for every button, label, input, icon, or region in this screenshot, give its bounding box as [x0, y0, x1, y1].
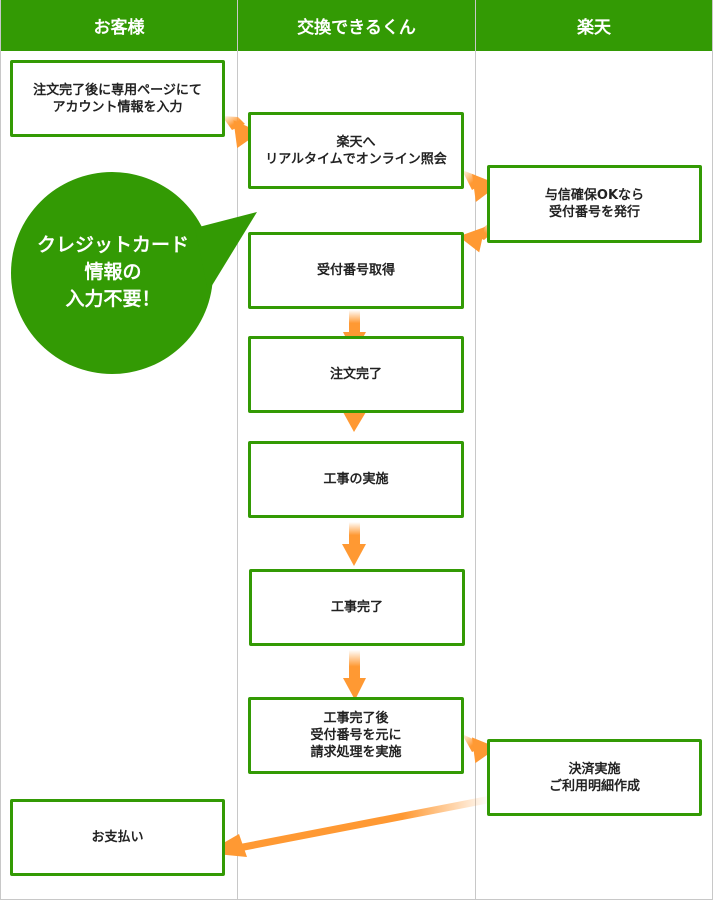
step-customer-input: 注文完了後に専用ページにて アカウント情報を入力	[10, 60, 225, 137]
step-receive-number: 受付番号取得	[248, 232, 464, 309]
step-billing: 工事完了後 受付番号を元に 請求処理を実施	[248, 697, 464, 774]
lane-divider	[237, 0, 238, 900]
step-payment: お支払い	[10, 799, 225, 876]
step-construction-done: 工事完了	[249, 569, 465, 646]
lane-header-rakuten: 楽天	[476, 0, 712, 51]
lane-divider	[475, 0, 476, 900]
lane-header-customer: お客様	[1, 0, 237, 51]
step-online-inquiry: 楽天へ リアルタイムでオンライン照会	[248, 112, 464, 189]
lane-header-kokan-dekiru-kun: 交換できるくん	[238, 0, 475, 51]
step-construction: 工事の実施	[248, 441, 464, 518]
step-credit-check: 与信確保OKなら 受付番号を発行	[487, 165, 702, 243]
step-order-complete: 注文完了	[248, 336, 464, 413]
step-settlement: 決済実施 ご利用明細作成	[487, 739, 702, 816]
callout-text: クレジットカード 情報の 入力不要！	[36, 234, 189, 310]
